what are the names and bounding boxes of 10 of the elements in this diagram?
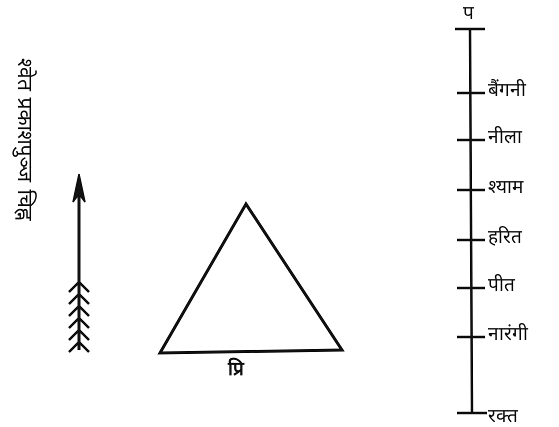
vertical-caption: श्वेत प्रकाशपुञ्ज चिह्न — [14, 58, 35, 220]
colour-label: श्याम — [488, 178, 523, 197]
colour-label: पीत — [488, 276, 515, 295]
colour-label: नीला — [488, 128, 522, 147]
colour-label: नारंगी — [488, 325, 528, 344]
colour-label: हरित — [488, 228, 522, 247]
prism-label: प्रि — [228, 360, 244, 379]
scale-end-label: प — [463, 4, 474, 23]
colour-label: बैंगनी — [488, 81, 526, 100]
colour-label: रक्त — [488, 407, 518, 426]
